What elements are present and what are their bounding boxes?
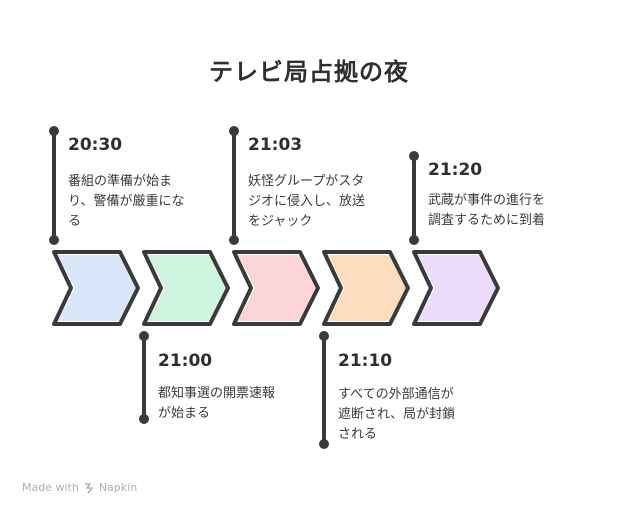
event-5-connector	[412, 156, 416, 239]
event-3-connector	[232, 131, 236, 239]
event-2-dot	[139, 331, 149, 341]
event-3-dot-bottom	[229, 235, 239, 245]
event-5-time: 21:20	[428, 160, 483, 180]
page-title: テレビ局占拠の夜	[209, 58, 409, 86]
event-4-time: 21:10	[338, 351, 393, 371]
chevron-2	[142, 250, 230, 326]
event-2-dot-bottom	[139, 414, 149, 424]
chevron-5	[412, 250, 500, 326]
event-4-dot-bottom	[319, 439, 329, 449]
event-4-dot	[319, 331, 329, 341]
event-5-dot	[409, 151, 419, 161]
event-4-description: すべての外部通信が 遮断され、局が封鎖 される	[338, 387, 456, 442]
made-with-label: Made with	[22, 481, 79, 494]
event-1-time: 20:30	[68, 135, 123, 155]
made-with-napkin: Made with Napkin	[22, 481, 137, 494]
event-5-description: 武蔵が事件の進行を 調査するために到着	[428, 193, 546, 228]
event-2-time: 21:00	[158, 351, 213, 371]
event-3-dot	[229, 126, 239, 136]
event-4-connector	[322, 335, 326, 443]
event-3-description: 妖怪グループがスタ ジオに侵入し、放送 をジャック	[248, 174, 366, 229]
event-2-connector	[142, 335, 146, 419]
chevron-3	[232, 250, 320, 326]
event-3-time: 21:03	[248, 135, 303, 155]
event-1-description: 番組の準備が始ま り、警備が厳重にな る	[68, 174, 185, 229]
event-1-dot	[49, 126, 59, 136]
event-2-description: 都知事選の開票速報 が始まる	[158, 386, 276, 421]
event-1-connector	[52, 131, 56, 239]
napkin-brand: Napkin	[98, 481, 138, 494]
napkin-logo-icon	[84, 482, 93, 493]
chevron-4	[322, 250, 410, 326]
event-5-dot-bottom	[409, 235, 419, 245]
event-1-dot-bottom	[49, 235, 59, 245]
chevron-1	[52, 250, 140, 326]
